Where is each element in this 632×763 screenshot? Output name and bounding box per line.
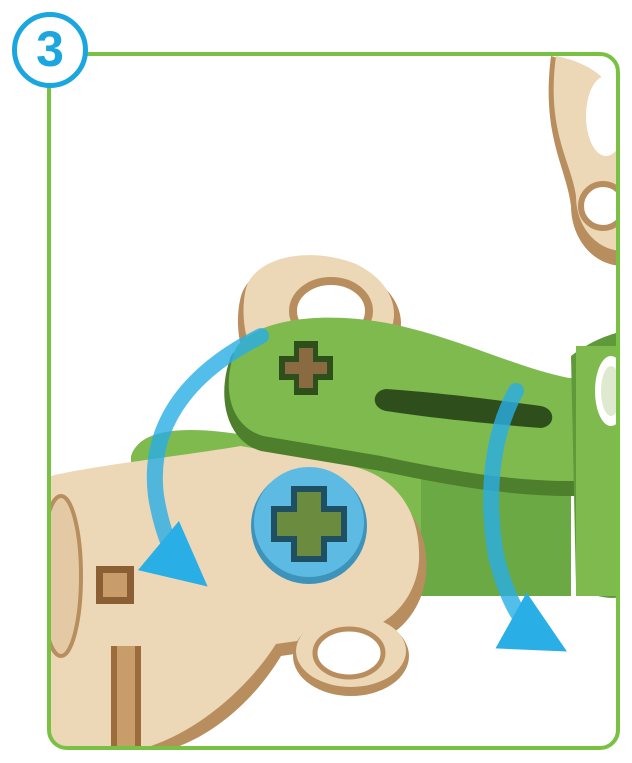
illustration-frame	[47, 52, 620, 750]
wooden-arm-piece-top-right	[549, 56, 620, 266]
step-number-badge: 3	[12, 12, 88, 88]
assembly-illustration	[51, 56, 620, 750]
step-number: 3	[36, 24, 64, 74]
